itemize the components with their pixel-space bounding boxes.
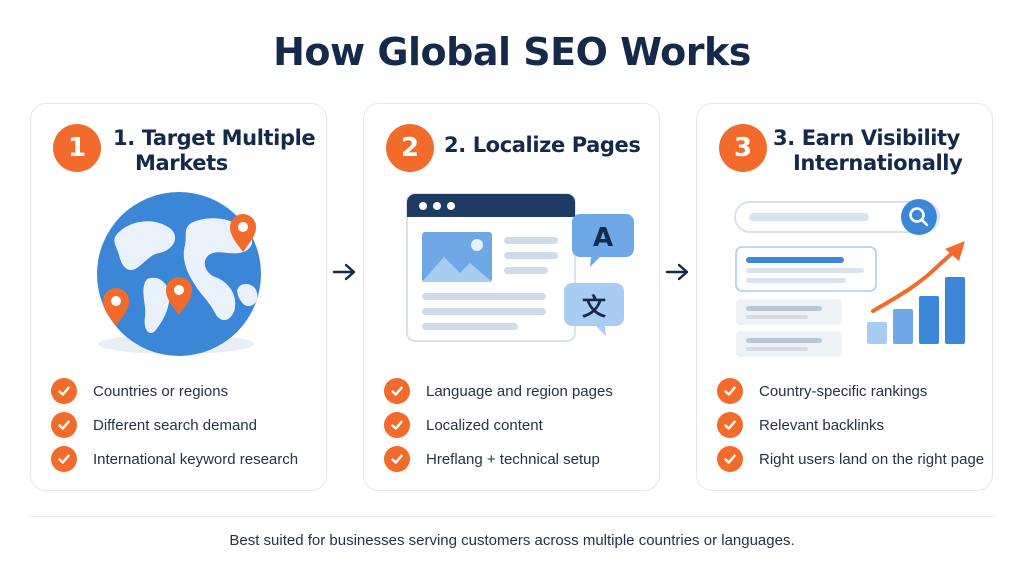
list-item: Country-specific rankings bbox=[717, 374, 987, 408]
checkmark-icon bbox=[384, 412, 410, 438]
list-item: Different search demand bbox=[51, 408, 321, 442]
list-item-text: Different search demand bbox=[93, 416, 257, 434]
bar bbox=[919, 296, 939, 344]
list-item: Language and region pages bbox=[384, 374, 654, 408]
list-item: Right users land on the right page bbox=[717, 442, 987, 476]
checkmark-icon bbox=[717, 378, 743, 404]
step-number-badge: 1 bbox=[53, 124, 101, 172]
browser-window-icon: A 文 bbox=[406, 193, 634, 342]
step-title-line-1: 3. Earn Visibility bbox=[773, 126, 960, 150]
list-item: Hreflang + technical setup bbox=[384, 442, 654, 476]
step-number-badge: 2 bbox=[386, 124, 434, 172]
list-item: Relevant backlinks bbox=[717, 408, 987, 442]
step-title: 1. Target Multiple Markets bbox=[113, 126, 323, 176]
translation-bubble bbox=[572, 214, 634, 267]
step-title: 3. Earn Visibility Internationally bbox=[773, 126, 988, 176]
translation-bubble bbox=[564, 283, 624, 336]
checkmark-icon bbox=[717, 412, 743, 438]
page-title: How Global SEO Works bbox=[273, 30, 751, 74]
checklist: Countries or regions Different search de… bbox=[51, 374, 321, 476]
checklist: Country-specific rankings Relevant backl… bbox=[717, 374, 987, 476]
checkmark-icon bbox=[51, 378, 77, 404]
checkmark-icon bbox=[384, 446, 410, 472]
list-item-text: International keyword research bbox=[93, 450, 299, 468]
checkmark-icon bbox=[717, 446, 743, 472]
step-card-earn-visibility: 3 3. Earn Visibility Internationally bbox=[696, 103, 993, 491]
search-results-growth-icon bbox=[734, 199, 965, 357]
step-title: 2. Localize Pages bbox=[444, 133, 654, 158]
footer-divider bbox=[30, 516, 994, 517]
bubble-letter-a: A bbox=[593, 223, 613, 253]
list-item-text: Hreflang + technical setup bbox=[426, 450, 600, 468]
list-item-text: Localized content bbox=[426, 416, 543, 434]
step-card-localize-pages: 2 2. Localize Pages A 文 Language and reg… bbox=[363, 103, 660, 491]
step-number-badge: 3 bbox=[719, 124, 767, 172]
arrow-right-icon bbox=[332, 263, 356, 281]
checklist: Language and region pages Localized cont… bbox=[384, 374, 654, 476]
bar bbox=[945, 277, 965, 344]
trend-arrow-icon bbox=[871, 245, 961, 313]
list-item: Localized content bbox=[384, 408, 654, 442]
checkmark-icon bbox=[51, 412, 77, 438]
list-item-text: Countries or regions bbox=[93, 382, 229, 400]
list-item: Countries or regions bbox=[51, 374, 321, 408]
step-title-line-1: 1. Target Multiple bbox=[113, 126, 316, 150]
list-item: International keyword research bbox=[51, 442, 321, 476]
list-item-text: Right users land on the right page bbox=[759, 450, 985, 468]
footer-note: Best suited for businesses serving custo… bbox=[229, 532, 795, 549]
step-title-line-1: 2. Localize Pages bbox=[444, 133, 641, 157]
list-item-text: Language and region pages bbox=[426, 382, 613, 400]
bubble-character-wen: 文 bbox=[582, 293, 607, 321]
step-card-target-markets: 1 1. Target Multiple Markets Countries o… bbox=[30, 103, 327, 491]
arrow-right-icon bbox=[665, 263, 689, 281]
step-title-line-2: Internationally bbox=[793, 151, 963, 175]
step-title-line-2: Markets bbox=[135, 151, 228, 175]
globe-icon bbox=[97, 192, 261, 356]
bar bbox=[867, 322, 887, 344]
list-item-text: Relevant backlinks bbox=[759, 416, 885, 434]
list-item-text: Country-specific rankings bbox=[759, 382, 928, 400]
checkmark-icon bbox=[384, 378, 410, 404]
checkmark-icon bbox=[51, 446, 77, 472]
search-icon bbox=[901, 199, 937, 235]
bar bbox=[893, 309, 913, 344]
